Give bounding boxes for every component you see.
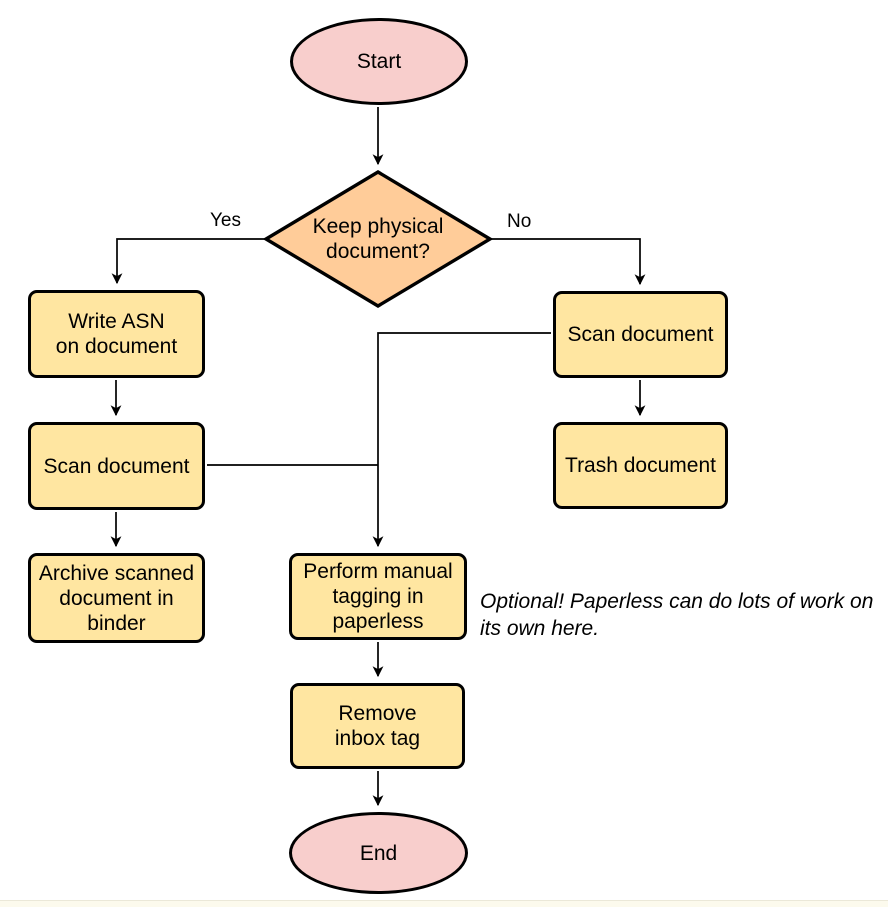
node-manual-tagging: Perform manual tagging in paperless	[289, 553, 467, 640]
optional-note-text: Optional! Paperless can do lots of work …	[480, 590, 874, 640]
node-trash-document-label: Trash document	[565, 454, 716, 477]
node-remove-inbox-tag-label: Remove inbox tag	[334, 702, 421, 750]
edge-label-yes: Yes	[210, 210, 241, 231]
node-scan-document-right: Scan document	[553, 291, 728, 378]
node-start: Start	[290, 18, 468, 105]
edge-decision-no-to-scan-right	[491, 238, 646, 286]
edge-scan-right-to-tagging	[372, 332, 551, 548]
edge-label-no: No	[507, 211, 532, 232]
node-decision-label: Keep physical document?	[278, 205, 478, 273]
node-end-label: End	[359, 841, 398, 865]
edge-decision-yes-to-write-asn	[111, 238, 265, 285]
node-write-asn-label: Write ASN on document	[55, 310, 178, 358]
node-manual-tagging-label: Perform manual tagging in paperless	[303, 560, 453, 633]
node-end: End	[289, 812, 468, 894]
node-trash-document: Trash document	[553, 422, 728, 509]
decision-question-text: Keep physical document?	[312, 215, 444, 263]
node-archive-binder-label: Archive scanned document in binder	[38, 561, 195, 635]
node-archive-binder: Archive scanned document in binder	[28, 553, 205, 643]
decision-diamond-shape	[262, 170, 494, 308]
bottom-edge-strip	[0, 900, 888, 907]
node-scan-document-left: Scan document	[28, 422, 205, 510]
node-write-asn: Write ASN on document	[28, 290, 205, 378]
node-start-label: Start	[356, 50, 402, 73]
node-scan-document-right-label: Scan document	[567, 323, 714, 346]
node-remove-inbox-tag: Remove inbox tag	[290, 683, 465, 769]
node-scan-document-left-label: Scan document	[43, 454, 190, 478]
